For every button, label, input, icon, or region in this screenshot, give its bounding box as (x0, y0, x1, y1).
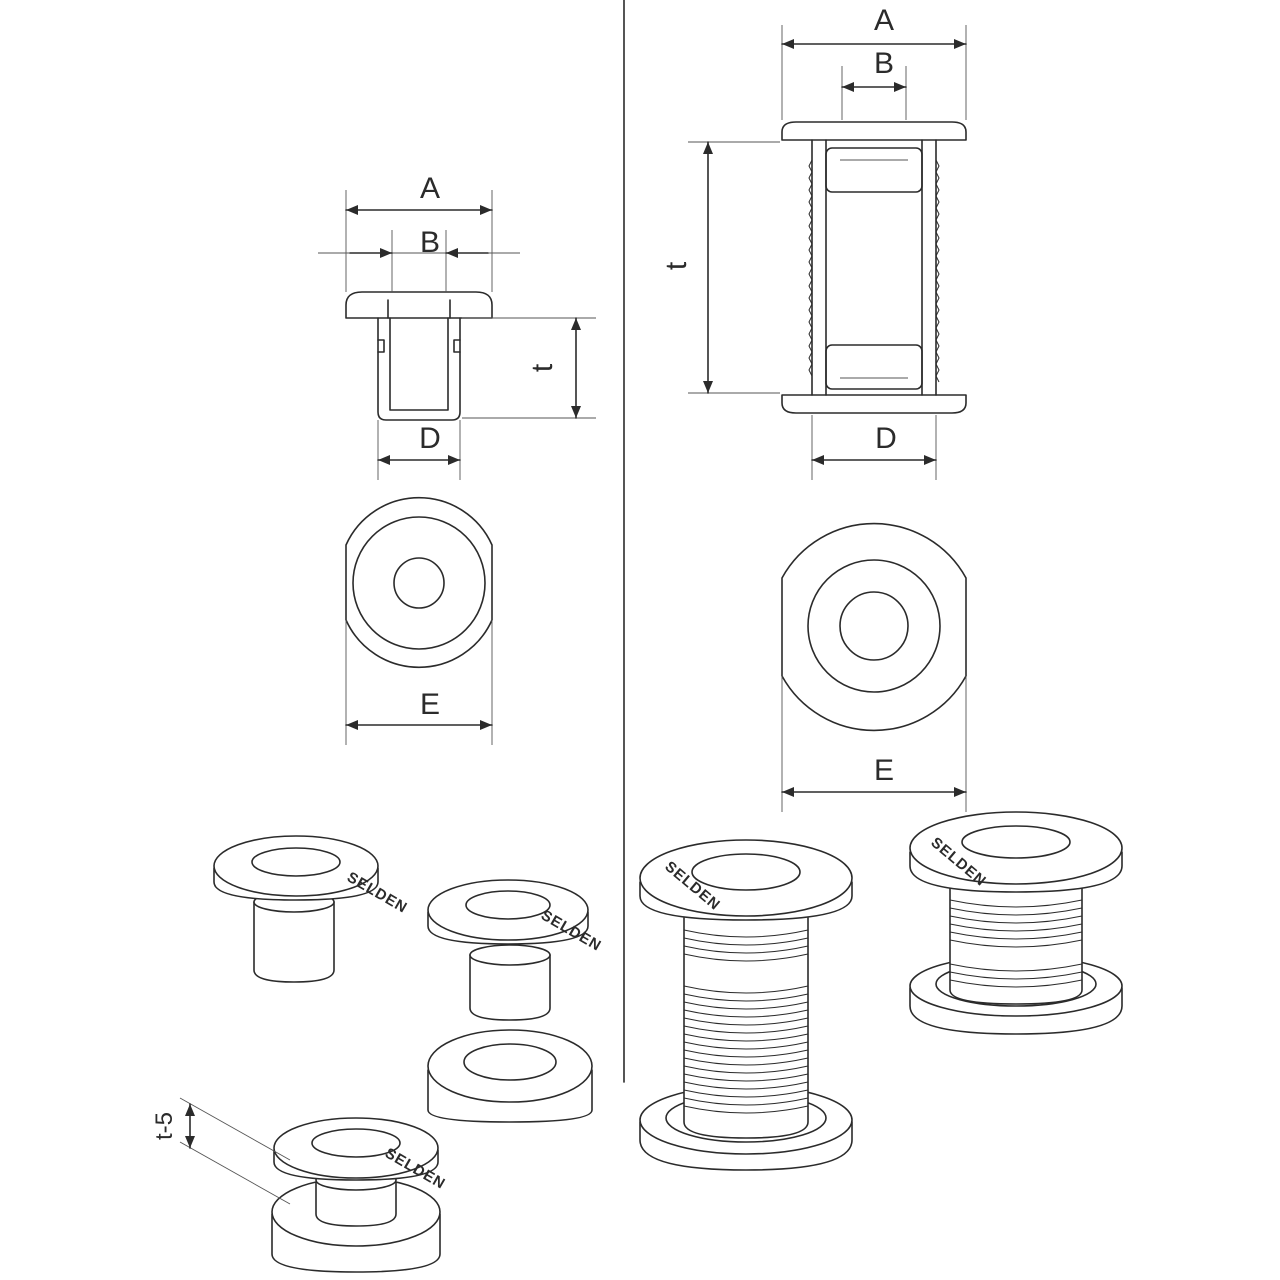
right-dim-a-label: A (874, 4, 894, 37)
left-dim-b-label: B (420, 226, 440, 259)
right-dim-e-label: E (874, 754, 894, 787)
right-dim-b-label: B (874, 47, 894, 80)
left-dim-e-label: E (420, 688, 440, 721)
left-iso-nut (427, 1029, 593, 1123)
right-dim-d-label: D (875, 422, 897, 455)
left-iso-sheave-1: SELDEN (213, 835, 410, 983)
left-dim-t-label: t (526, 363, 559, 372)
right-iso-long-sheave: SELDEN (639, 839, 853, 1171)
left-dim-d-label: D (419, 422, 441, 455)
right-section-view: A B t D (660, 4, 967, 480)
left-dim-a-label: A (420, 172, 440, 205)
right-plan-view: E (781, 522, 967, 812)
left-iso-sheave-3: SELDEN t-5 (151, 1097, 448, 1273)
left-iso-sheave-2: SELDEN (427, 879, 604, 1021)
left-section-view: A B t D (318, 172, 596, 480)
left-dim-t5-label: t-5 (151, 1112, 178, 1140)
left-plan-view: E (345, 497, 493, 745)
right-iso-short-sheave: SELDEN (909, 811, 1123, 1035)
right-dim-t-label: t (660, 261, 693, 270)
